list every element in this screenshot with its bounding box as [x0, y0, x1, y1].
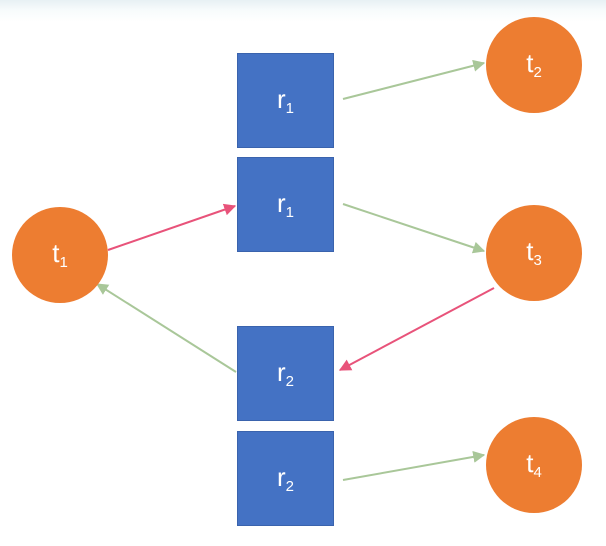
thread-t2: t2: [486, 17, 582, 113]
edge-r1-to-t2: [342, 59, 486, 100]
resource-r1-top: r1: [237, 53, 334, 148]
edge-r2-to-t4: [342, 450, 486, 481]
resource-label: r1: [276, 187, 294, 221]
thread-label: t1: [52, 238, 68, 271]
edge-t3-to-r2: [338, 287, 495, 371]
thread-label: t3: [526, 236, 542, 269]
resource-r2-bottom: r2: [237, 431, 334, 526]
resource-label: r2: [276, 356, 294, 390]
thread-t1: t1: [12, 207, 108, 303]
thread-label: t2: [526, 48, 542, 81]
edge-r2-to-t1: [95, 283, 237, 373]
resource-label: r2: [276, 461, 294, 495]
resource-r1-bottom: r1: [237, 157, 334, 252]
thread-t3: t3: [486, 205, 582, 301]
edge-r1-to-t3: [342, 203, 486, 254]
resource-label: r1: [276, 83, 294, 117]
thread-t4: t4: [486, 417, 582, 513]
thread-label: t4: [526, 448, 542, 481]
resource-r2-top: r2: [237, 326, 334, 421]
edge-t1-to-r1: [107, 203, 237, 251]
